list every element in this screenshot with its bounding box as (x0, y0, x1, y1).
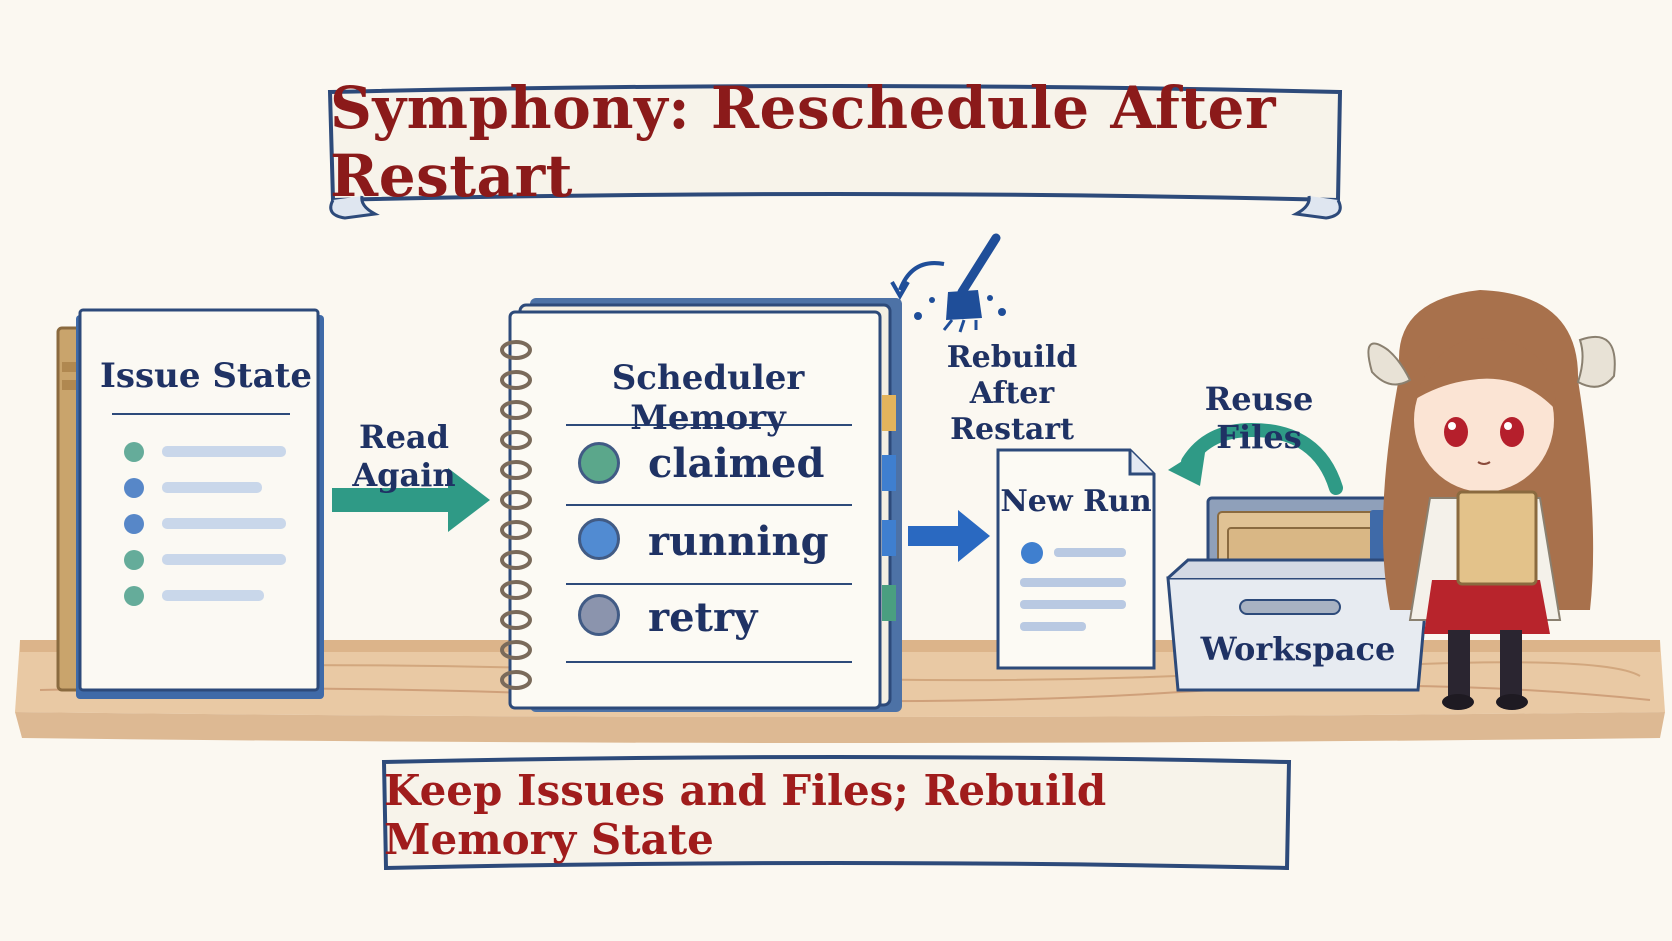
reuse-files-label: Reuse Files (1204, 380, 1314, 456)
footer-caption: Keep Issues and Files; Rebuild Memory St… (384, 766, 1107, 864)
new-run-label: New Run (1000, 484, 1152, 519)
workspace-label: Workspace (1200, 630, 1396, 668)
state-claimed: claimed (648, 440, 825, 487)
footer-scroll (381, 755, 1292, 871)
workspace-box (1166, 496, 1430, 692)
to-new-run-arrow (908, 510, 990, 562)
rebuild-after-restart-label: Rebuild After Restart (946, 340, 1078, 447)
read-again-arrow (332, 468, 490, 532)
issue-list-lines (162, 446, 286, 601)
issue-list-item-dot (124, 586, 144, 606)
issue-list-item-dot (124, 442, 144, 462)
reuse-arrow (1168, 422, 1343, 495)
issue-list-item-dot (124, 514, 144, 534)
state-running: running (648, 518, 829, 565)
state-retry-indicator (578, 594, 620, 636)
title-scroll (327, 84, 1343, 220)
issue-list-item-dot (124, 550, 144, 570)
page-title: Symphony: Reschedule After Restart (330, 74, 1277, 210)
spiral-binding (500, 340, 532, 690)
horned-girl-character (1367, 290, 1616, 710)
new-run-document (996, 448, 1156, 670)
scheduler-memory-title: Scheduler Memory (611, 358, 805, 438)
state-retry: retry (648, 594, 758, 641)
state-claimed-indicator (578, 442, 620, 484)
broom-icon (890, 233, 1006, 333)
issue-list-item-dot (124, 478, 144, 498)
read-again-label: Read Again (352, 418, 456, 494)
issue-state-title: Issue State (99, 356, 312, 396)
state-running-indicator (578, 518, 620, 560)
